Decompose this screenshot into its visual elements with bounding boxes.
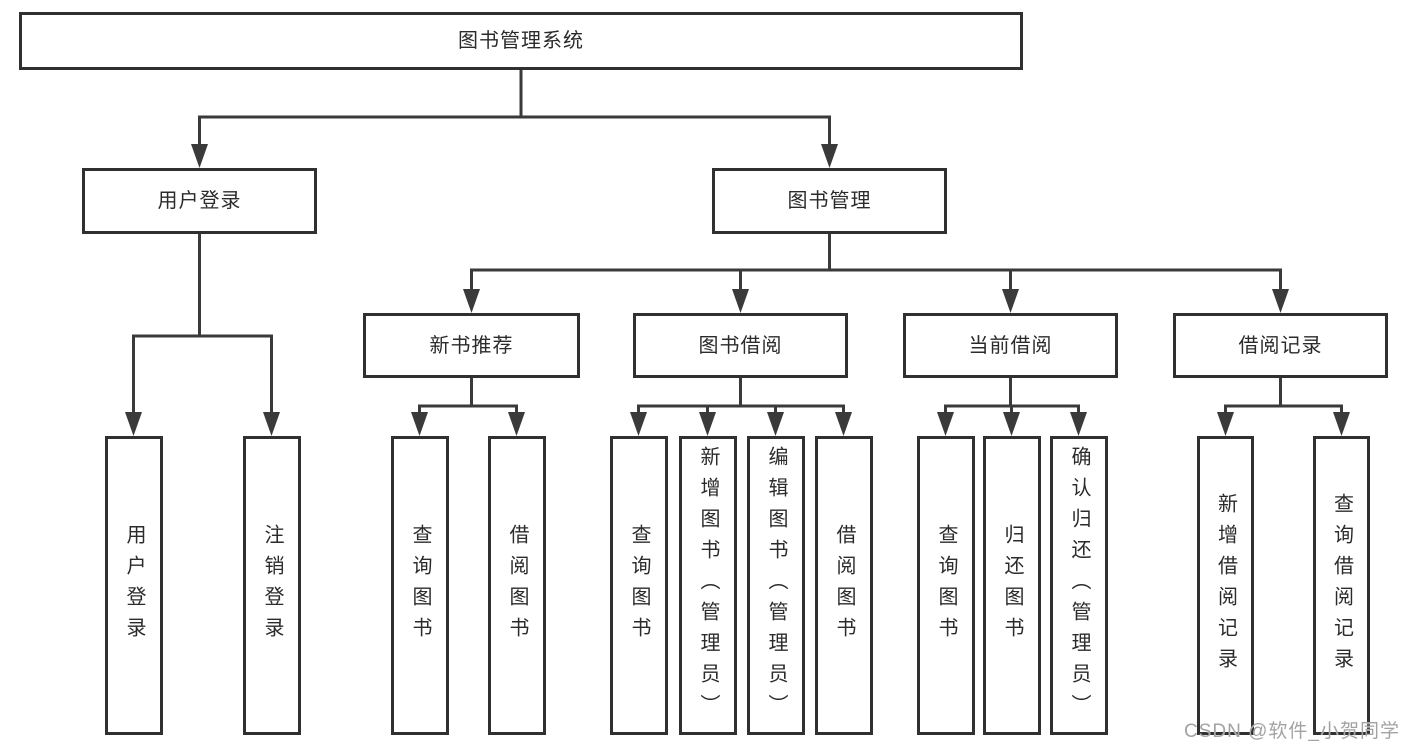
node-book-borrow-label: 图书借阅 [698, 334, 783, 357]
arrowhead-icon [263, 412, 280, 436]
arrowhead-icon [125, 412, 142, 436]
leaf-query-borrow-record-label: 查询借阅记录 [1330, 492, 1353, 679]
arrowhead-icon [1217, 412, 1234, 436]
leaf-query-books-recommend: 查询图书 [391, 436, 449, 735]
leaf-borrow-books-recommend-label: 借阅图书 [506, 523, 528, 648]
leaf-add-book-admin-label: 新增图书（管理员） [697, 446, 719, 725]
arrowhead-icon [1003, 412, 1020, 436]
node-current-borrow-label: 当前借阅 [968, 334, 1053, 357]
leaf-edit-book-admin: 编辑图书（管理员） [747, 436, 805, 735]
node-book-borrow: 图书借阅 [633, 313, 848, 378]
leaf-confirm-return-admin-label: 确认归还（管理员） [1068, 446, 1090, 725]
leaf-query-books-current: 查询图书 [917, 436, 975, 735]
arrowhead-icon [835, 412, 852, 436]
leaf-query-books-borrow: 查询图书 [610, 436, 668, 735]
node-new-book-recommend-label: 新书推荐 [429, 334, 514, 357]
arrowhead-icon [508, 412, 525, 436]
node-library-system: 图书管理系统 [19, 12, 1023, 70]
leaf-add-borrow-record: 新增借阅记录 [1197, 436, 1254, 735]
node-new-book-recommend: 新书推荐 [363, 313, 580, 378]
leaf-return-book-label: 归还图书 [1001, 523, 1023, 648]
arrowhead-icon [937, 412, 954, 436]
leaf-borrow-books: 借阅图书 [815, 436, 873, 735]
arrowhead-icon [463, 289, 480, 313]
arrowhead-icon [191, 144, 208, 168]
node-user-login: 用户登录 [82, 168, 317, 234]
arrowhead-icon [1002, 289, 1019, 313]
arrowhead-icon [821, 144, 838, 168]
leaf-edit-book-admin-label: 编辑图书（管理员） [765, 446, 787, 725]
arrowhead-icon [732, 289, 749, 313]
node-borrow-records: 借阅记录 [1173, 313, 1388, 378]
leaf-user-login: 用户登录 [105, 436, 163, 735]
node-book-management-label: 图书管理 [787, 190, 872, 212]
leaf-query-books-recommend-label: 查询图书 [409, 523, 431, 648]
node-user-login-label: 用户登录 [157, 190, 242, 212]
leaf-confirm-return-admin: 确认归还（管理员） [1050, 436, 1108, 735]
node-current-borrow: 当前借阅 [903, 313, 1118, 378]
leaf-return-book: 归还图书 [983, 436, 1041, 735]
node-borrow-records-label: 借阅记录 [1238, 334, 1323, 357]
leaf-logout-label: 注销登录 [261, 523, 283, 648]
arrowhead-icon [1272, 289, 1289, 313]
arrowhead-icon [767, 412, 784, 436]
arrowhead-icon [699, 412, 716, 436]
leaf-query-borrow-record: 查询借阅记录 [1313, 436, 1370, 735]
csdn-watermark: CSDN @软件_小贺同学 [1184, 721, 1400, 742]
arrowhead-icon [630, 412, 647, 436]
leaf-query-books-current-label: 查询图书 [935, 523, 957, 648]
leaf-borrow-books-label: 借阅图书 [833, 523, 855, 648]
node-book-management: 图书管理 [712, 168, 947, 234]
leaf-borrow-books-recommend: 借阅图书 [488, 436, 546, 735]
leaf-user-login-label: 用户登录 [123, 523, 145, 648]
node-library-system-label: 图书管理系统 [458, 30, 584, 52]
leaf-logout: 注销登录 [243, 436, 301, 735]
leaf-add-borrow-record-label: 新增借阅记录 [1214, 492, 1237, 679]
leaf-query-books-borrow-label: 查询图书 [628, 523, 650, 648]
arrowhead-icon [411, 412, 428, 436]
arrowhead-icon [1333, 412, 1350, 436]
arrowhead-icon [1070, 412, 1087, 436]
leaf-add-book-admin: 新增图书（管理员） [679, 436, 737, 735]
